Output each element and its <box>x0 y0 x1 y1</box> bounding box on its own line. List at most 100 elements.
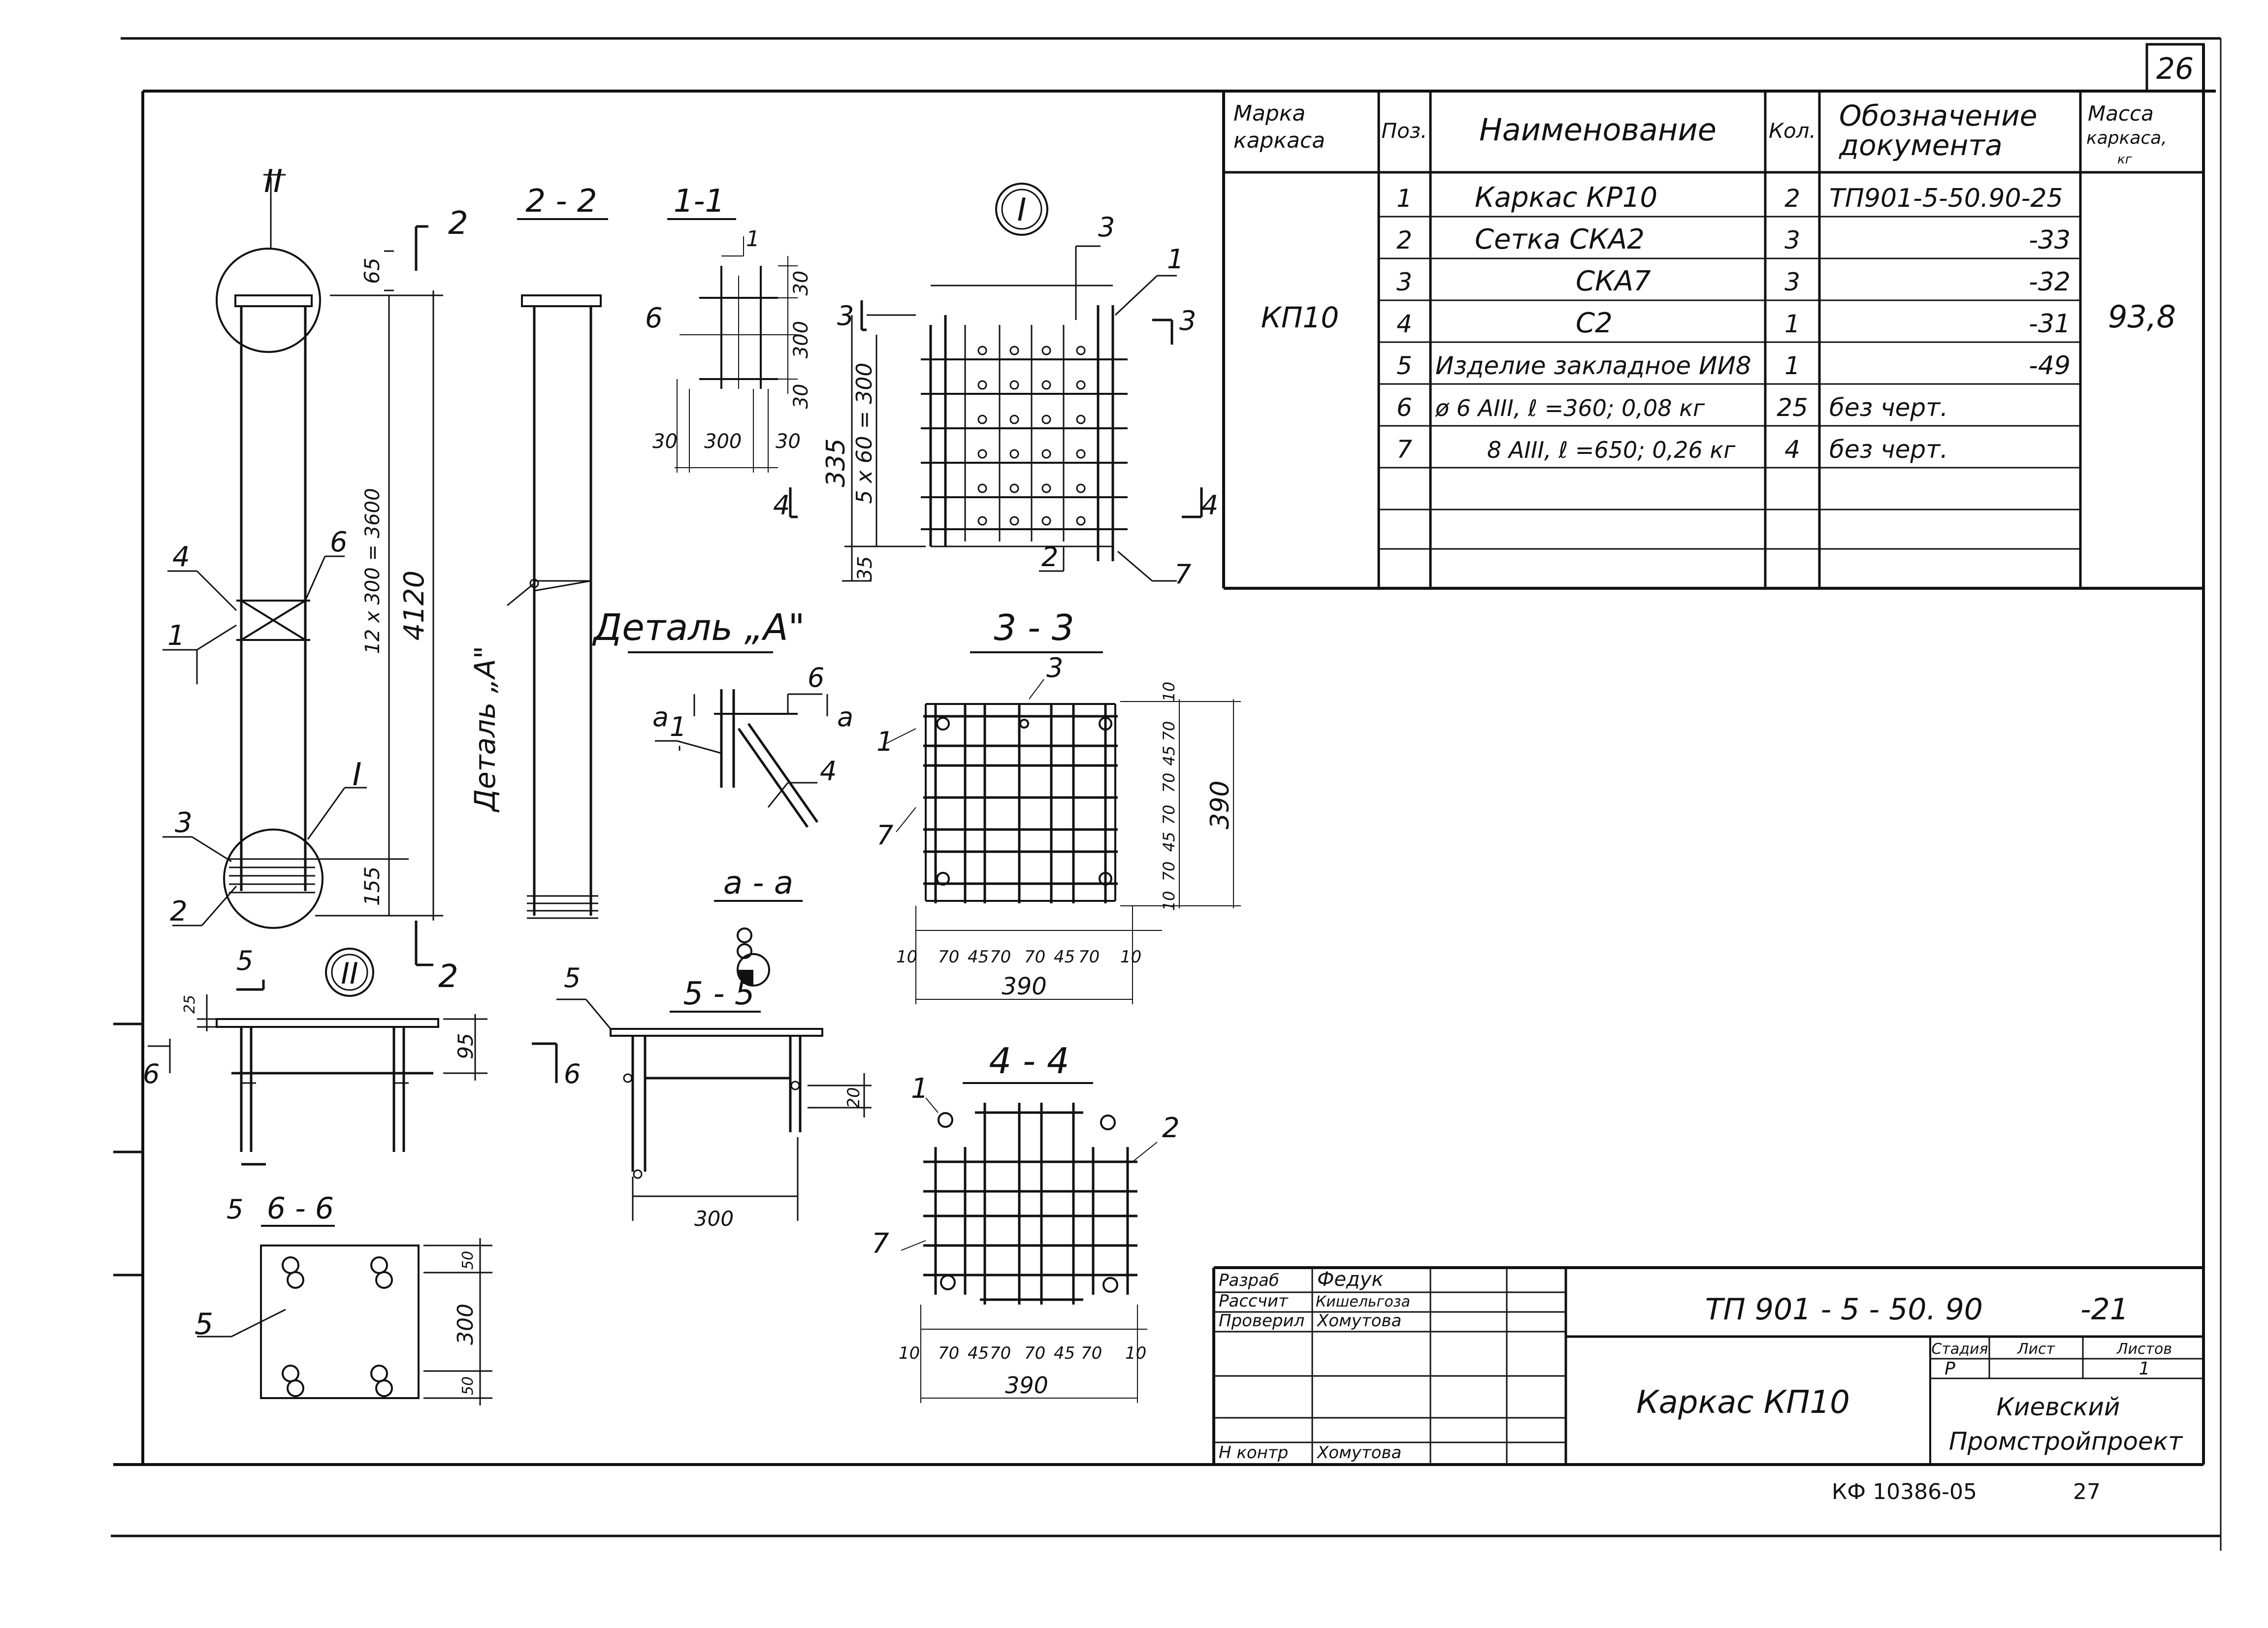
mark-value: КП10 <box>1261 301 1339 334</box>
header-doc-1: Обозначение <box>1839 99 2037 132</box>
dim-w30: 30 <box>652 430 678 453</box>
callout-1-s33: 1 <box>876 726 893 757</box>
row-qty: 1 <box>1784 351 1800 380</box>
bottom-code: КФ 10386-05 <box>1832 1479 1977 1504</box>
section-5-5-title: 5 - 5 <box>683 976 754 1012</box>
section-1-1-title: 1-1 <box>674 183 725 220</box>
page-number: 26 <box>2156 52 2194 86</box>
dim-s44-b5: 45 <box>1054 1343 1075 1363</box>
section-6-6 <box>197 1225 492 1405</box>
dim-s44-b1: 70 <box>938 1343 959 1363</box>
name-norm-control: Хомутова <box>1316 1443 1401 1463</box>
section-4-4 <box>901 1082 1158 1403</box>
section-5-5 <box>532 998 872 1221</box>
section-2-2-title: 2 - 2 <box>525 183 597 220</box>
cut-2-top: 2 <box>448 205 468 242</box>
dim-s44-b4: 70 <box>1024 1343 1045 1363</box>
callout-1-a: 1 <box>670 711 686 742</box>
row-name: Сетка СКА2 <box>1475 223 1645 255</box>
row-pos: 5 <box>1396 351 1412 380</box>
title-block <box>1212 1266 2203 1465</box>
section-6-6-labels: 6 - 6 5 300 50 50 <box>194 1191 478 1395</box>
callout-4-elev: 4 <box>172 541 190 573</box>
name-checked: Хомутова <box>1316 1311 1401 1331</box>
sheet-frame <box>111 37 2222 1551</box>
callout-7-s44: 7 <box>872 1228 889 1260</box>
header-pos: Поз. <box>1382 119 1427 143</box>
role-norm-control: Н контр <box>1219 1443 1288 1463</box>
detail-a-labels: Деталь „А" 6 1 4 а а <box>592 607 853 787</box>
dim-s33-b3: 70 <box>990 947 1011 967</box>
row-name: Каркас КР10 <box>1475 182 1657 214</box>
dim-s33-s0: 10 <box>1160 682 1178 702</box>
header-mass-3: кг <box>2117 152 2132 167</box>
callout-5-s66: 5 <box>194 1307 213 1341</box>
dim-50a-s66: 50 <box>459 1251 477 1270</box>
dim-30-bottom: 30 <box>790 384 812 409</box>
section-1-1-labels: 1-1 1 6 30 300 30 30 300 30 <box>645 183 812 453</box>
callout-5-s55: 5 <box>564 962 581 993</box>
role-checked: Проверил <box>1219 1311 1304 1331</box>
header-mass-2: каркаса, <box>2086 128 2167 148</box>
dim-s44-b3: 70 <box>990 1343 1011 1363</box>
callout-4-a: 4 <box>820 756 837 787</box>
row-doc: -33 <box>2029 225 2071 255</box>
section-5-5-labels: 5 - 5 5 6 300 20 <box>564 962 864 1231</box>
cut-6-label: 6 <box>645 302 663 334</box>
dim-300-s55: 300 <box>694 1207 734 1231</box>
node-i-labels: I 3 1 7 2 3 3 4 4 335 5 х 60 = 300 35 <box>773 192 1218 590</box>
title-block-text: Разраб Рассчит Проверил Н контр Федук Ки… <box>1219 1268 2183 1463</box>
dim-s33-b6: 70 <box>1078 947 1100 967</box>
dim-s44-b6: 70 <box>1081 1343 1102 1363</box>
detail-a-vertical: Деталь „А" <box>468 646 502 813</box>
cut-5-top: 5 <box>236 945 253 976</box>
sheets-label: Листов <box>2116 1341 2172 1358</box>
org-line-1: Киевский <box>1997 1393 2120 1421</box>
row-doc: ТП901-5-50.90-25 <box>1829 184 2063 213</box>
node-i-detail <box>789 183 1203 582</box>
row-name: С2 <box>1576 307 1613 339</box>
row-qty: 25 <box>1777 393 1808 422</box>
header-mark-1: Марка <box>1233 101 1305 126</box>
section-6-6-title: 6 - 6 <box>267 1191 334 1226</box>
sheet-label: Лист <box>2017 1341 2056 1358</box>
cut-6-left: 6 <box>143 1058 160 1089</box>
main-elevation <box>162 174 443 966</box>
dim-s33-s3: 70 <box>1160 773 1178 793</box>
org-line-2: Промстройпроект <box>1949 1427 2183 1456</box>
row-name: ø 6 АIII, ℓ =360; 0,08 кг <box>1435 395 1705 421</box>
cut-4-right: 4 <box>1201 490 1218 521</box>
dim-s33-s2: 45 <box>1160 746 1178 766</box>
cut-a-right: а <box>837 702 853 733</box>
section-2-2 <box>507 218 608 919</box>
mass-value: 93,8 <box>2108 299 2176 335</box>
row-pos: 3 <box>1396 268 1412 296</box>
section-3-3-title: 3 - 3 <box>994 607 1074 648</box>
dim-300-s66: 300 <box>453 1304 478 1345</box>
callout-2-nodei: 2 <box>1041 542 1058 573</box>
dim-s33-s5: 45 <box>1160 832 1178 852</box>
dim-s44-b0: 10 <box>899 1343 920 1363</box>
dim-s33-b7: 10 <box>1120 947 1141 967</box>
doc-code: ТП 901 - 5 - 50. 90 <box>1705 1292 1983 1327</box>
dim-25: 25 <box>181 995 198 1014</box>
row-name: Изделие закладное ИИ8 <box>1435 351 1751 380</box>
row-pos: 4 <box>1396 310 1412 338</box>
row-pos: 1 <box>1396 184 1412 213</box>
cut-a-left: а <box>652 702 669 733</box>
callout-6-elev: 6 <box>330 526 348 558</box>
dim-w30b: 30 <box>776 430 801 453</box>
callout-3-elev: 3 <box>175 807 193 839</box>
row-qty: 2 <box>1784 184 1800 213</box>
dim-5x60: 5 х 60 = 300 <box>852 363 877 504</box>
sheets-value: 1 <box>2139 1359 2150 1379</box>
dim-390-bottom: 390 <box>1002 973 1047 1000</box>
row-name: 8 АIII, ℓ =650; 0,26 кг <box>1487 437 1736 463</box>
section-4-4-title: 4 - 4 <box>989 1040 1069 1082</box>
node-ii-detail <box>148 948 487 1166</box>
node-i-circle <box>223 829 324 929</box>
section-3-3-labels: 3 - 3 3 1 7 390 390 10 70 45 70 70 45 70… <box>876 607 1235 1000</box>
dim-3600: 12 х 300 = 3600 <box>361 488 384 654</box>
callout-7-s33: 7 <box>876 820 893 851</box>
cut-6-right: 6 <box>564 1058 581 1089</box>
